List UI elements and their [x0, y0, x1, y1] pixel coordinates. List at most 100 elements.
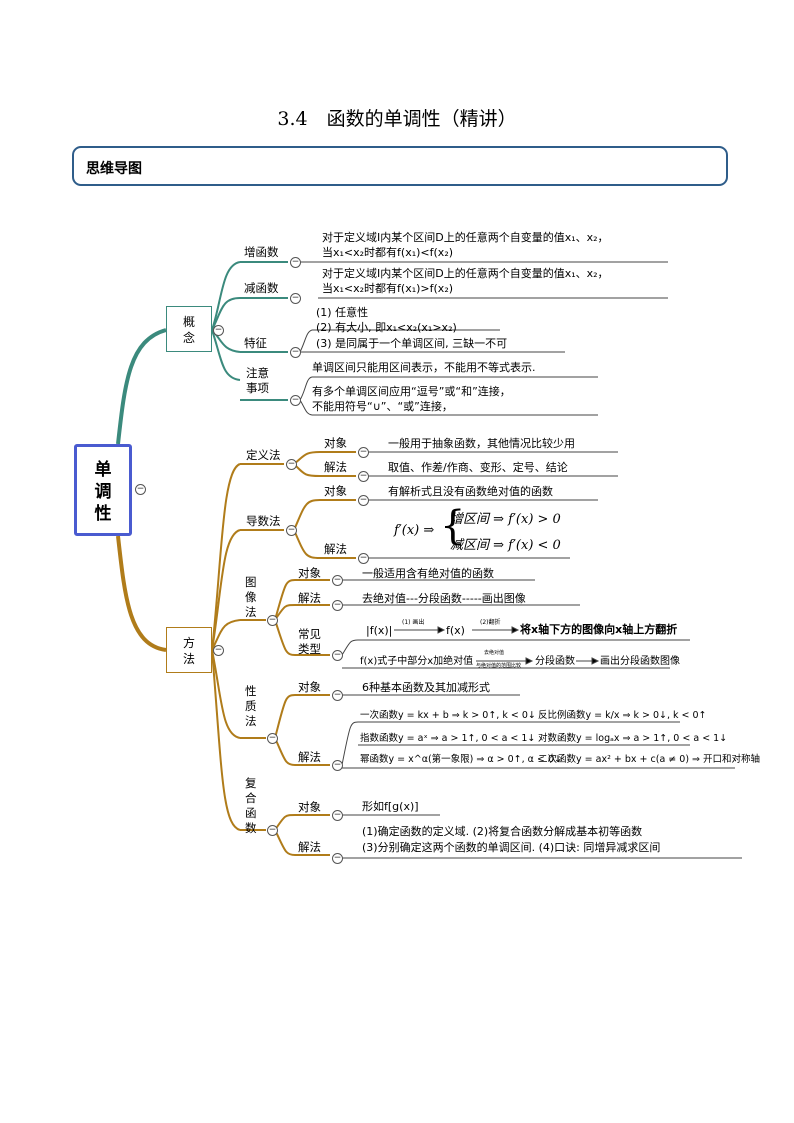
collapse-icon[interactable]: −: [290, 293, 301, 304]
root-char: 调: [94, 482, 112, 502]
type2-step2: 与绝对值的范围比较: [476, 663, 522, 669]
concept-node: 概 念: [166, 306, 212, 352]
inc-label: 增函数: [244, 245, 279, 259]
collapse-icon[interactable]: −: [332, 810, 343, 821]
prop-label-1: 性: [245, 684, 257, 698]
def-obj-text: 一般用于抽象函数，其他情况比较少用: [388, 437, 575, 450]
prop-sol-label: 解法: [298, 750, 321, 764]
collapse-icon[interactable]: −: [358, 553, 369, 564]
prop-label-2: 质: [245, 699, 257, 713]
feature-1: (1) 任意性: [316, 306, 369, 319]
type1-c: 将x轴下方的图像向x轴上方翻折: [520, 623, 678, 636]
collapse-icon[interactable]: −: [332, 650, 343, 661]
def-label: 定义法: [246, 448, 281, 462]
collapse-icon[interactable]: −: [358, 447, 369, 458]
feature-label: 特征: [244, 336, 267, 350]
comp-obj-label: 对象: [298, 800, 321, 814]
section-banner: 思维导图: [72, 146, 728, 186]
graph-obj-text: 一般适用含有绝对值的函数: [362, 567, 494, 580]
root-node: 单 调 性: [74, 444, 132, 536]
deriv-inc: 增区间 ⇒ f′(x) > 0: [450, 512, 561, 527]
type1-step1: (1) 画出: [402, 619, 425, 626]
collapse-icon[interactable]: −: [332, 575, 343, 586]
graph-sol-label: 解法: [298, 591, 321, 605]
brace-icon: {: [440, 503, 466, 549]
page-title: 3.4 函数的单调性（精讲）: [277, 108, 517, 130]
collapse-icon[interactable]: −: [332, 853, 343, 864]
method-char: 方: [182, 636, 195, 650]
type1-a: |f(x)|: [366, 624, 393, 637]
type2-c: 画出分段函数图像: [600, 656, 680, 667]
graph-label-3: 法: [245, 605, 257, 619]
banner-label: 思维导图: [86, 161, 142, 177]
collapse-icon[interactable]: −: [135, 484, 146, 495]
prop-obj-label: 对象: [298, 680, 321, 694]
comp-sol-label: 解法: [298, 840, 321, 854]
power-fn: 幂函数y = x^α(第一象限) ⇒ α > 0↑, α < 0↓: [360, 754, 562, 765]
type2-a: f(x)式子中部分x加绝对值: [360, 656, 474, 667]
def-sol-text: 取值、作差/作商、变形、定号、结论: [388, 461, 568, 474]
root-char: 性: [94, 504, 112, 524]
concept-char: 概: [182, 315, 195, 329]
collapse-icon[interactable]: −: [358, 471, 369, 482]
collapse-icon[interactable]: −: [290, 395, 301, 406]
quad-fn: 二次函数y = ax² + bx + c(a ≠ 0) ⇒ 开口和对称轴: [538, 754, 761, 765]
type2-step1: 去绝对值: [484, 650, 505, 656]
collapse-icon[interactable]: −: [358, 495, 369, 506]
dec-label: 减函数: [244, 281, 279, 295]
log-fn: 对数函数y = logₐx ⇒ a > 1↑, 0 < a < 1↓: [538, 733, 728, 744]
linear-fn: 一次函数y = kx + b ⇒ k > 0↑, k < 0↓: [360, 710, 536, 721]
inc-line2: 当x₁<x₂时都有f(x₁)<f(x₂): [322, 246, 454, 259]
graph-label-2: 像: [245, 590, 257, 604]
comp-obj-text: 形如f[g(x)]: [362, 800, 419, 813]
type1-step2: (2)翻折: [480, 619, 501, 626]
collapse-icon[interactable]: −: [290, 257, 301, 268]
dec-line2: 当x₁<x₂时都有f(x₁)>f(x₂): [322, 282, 454, 295]
collapse-icon[interactable]: −: [286, 525, 297, 536]
comp-sol-2: (3)分别确定这两个函数的单调区间. (4)口诀: 同增异减求区间: [362, 841, 661, 854]
collapse-icon[interactable]: −: [332, 760, 343, 771]
method-node: 方 法: [166, 627, 212, 673]
comp-sol-1: (1)确定函数的定义域. (2)将复合函数分解成基本初等函数: [362, 825, 643, 838]
inc-line1: 对于定义域I内某个区间D上的任意两个自变量的值x₁、x₂，: [322, 231, 609, 244]
deriv-obj-label: 对象: [324, 484, 347, 498]
deriv-obj-text: 有解析式且没有函数绝对值的函数: [388, 485, 553, 498]
dec-line1: 对于定义域I内某个区间D上的任意两个自变量的值x₁、x₂，: [322, 267, 609, 280]
note-3: 不能用符号“∪”、“或”连接，: [312, 400, 453, 413]
collapse-icon[interactable]: −: [332, 690, 343, 701]
comp-label-1: 复: [245, 776, 257, 790]
feature-3: (3) 是同属于一个单调区间, 三缺一不可: [316, 337, 508, 350]
collapse-icon[interactable]: −: [213, 645, 224, 656]
collapse-icon[interactable]: −: [286, 459, 297, 470]
deriv-dec: 减区间 ⇒ f′(x) < 0: [450, 538, 561, 553]
prop-label-3: 法: [245, 714, 257, 728]
def-sol-label: 解法: [324, 460, 347, 474]
type2-b: 分段函数: [535, 656, 575, 667]
prop-obj-text: 6种基本函数及其加减形式: [362, 681, 490, 694]
deriv-sol-label: 解法: [324, 542, 347, 556]
collapse-icon[interactable]: −: [332, 600, 343, 611]
exp-fn: 指数函数y = aˣ ⇒ a > 1↑, 0 < a < 1↓: [360, 733, 536, 744]
method-char: 法: [182, 652, 195, 666]
deriv-fx: f′(x) ⇒: [394, 523, 435, 538]
deriv-label: 导数法: [246, 514, 281, 528]
comp-label-3: 函: [245, 806, 257, 820]
feature-2: (2) 有大小, 即x₁<x₂(x₁>x₂): [316, 321, 457, 334]
type1-b: f(x): [446, 624, 465, 637]
note-label-2: 事项: [246, 381, 269, 395]
common-label-2: 类型: [298, 642, 321, 656]
inverse-fn: 反比例函数y = k/x ⇒ k > 0↓, k < 0↑: [538, 710, 707, 721]
collapse-icon[interactable]: −: [290, 347, 301, 358]
graph-obj-label: 对象: [298, 566, 321, 580]
collapse-icon[interactable]: −: [267, 825, 278, 836]
collapse-icon[interactable]: −: [267, 733, 278, 744]
collapse-icon[interactable]: −: [267, 615, 278, 626]
note-1: 单调区间只能用区间表示，不能用不等式表示.: [312, 361, 536, 374]
def-obj-label: 对象: [324, 436, 347, 450]
note-label-1: 注意: [246, 366, 269, 380]
collapse-icon[interactable]: −: [213, 325, 224, 336]
note-2: 有多个单调区间应用“逗号”或“和”连接，: [312, 385, 511, 398]
graph-sol-text: 去绝对值---分段函数-----画出图像: [362, 592, 526, 605]
graph-label-1: 图: [245, 575, 257, 589]
